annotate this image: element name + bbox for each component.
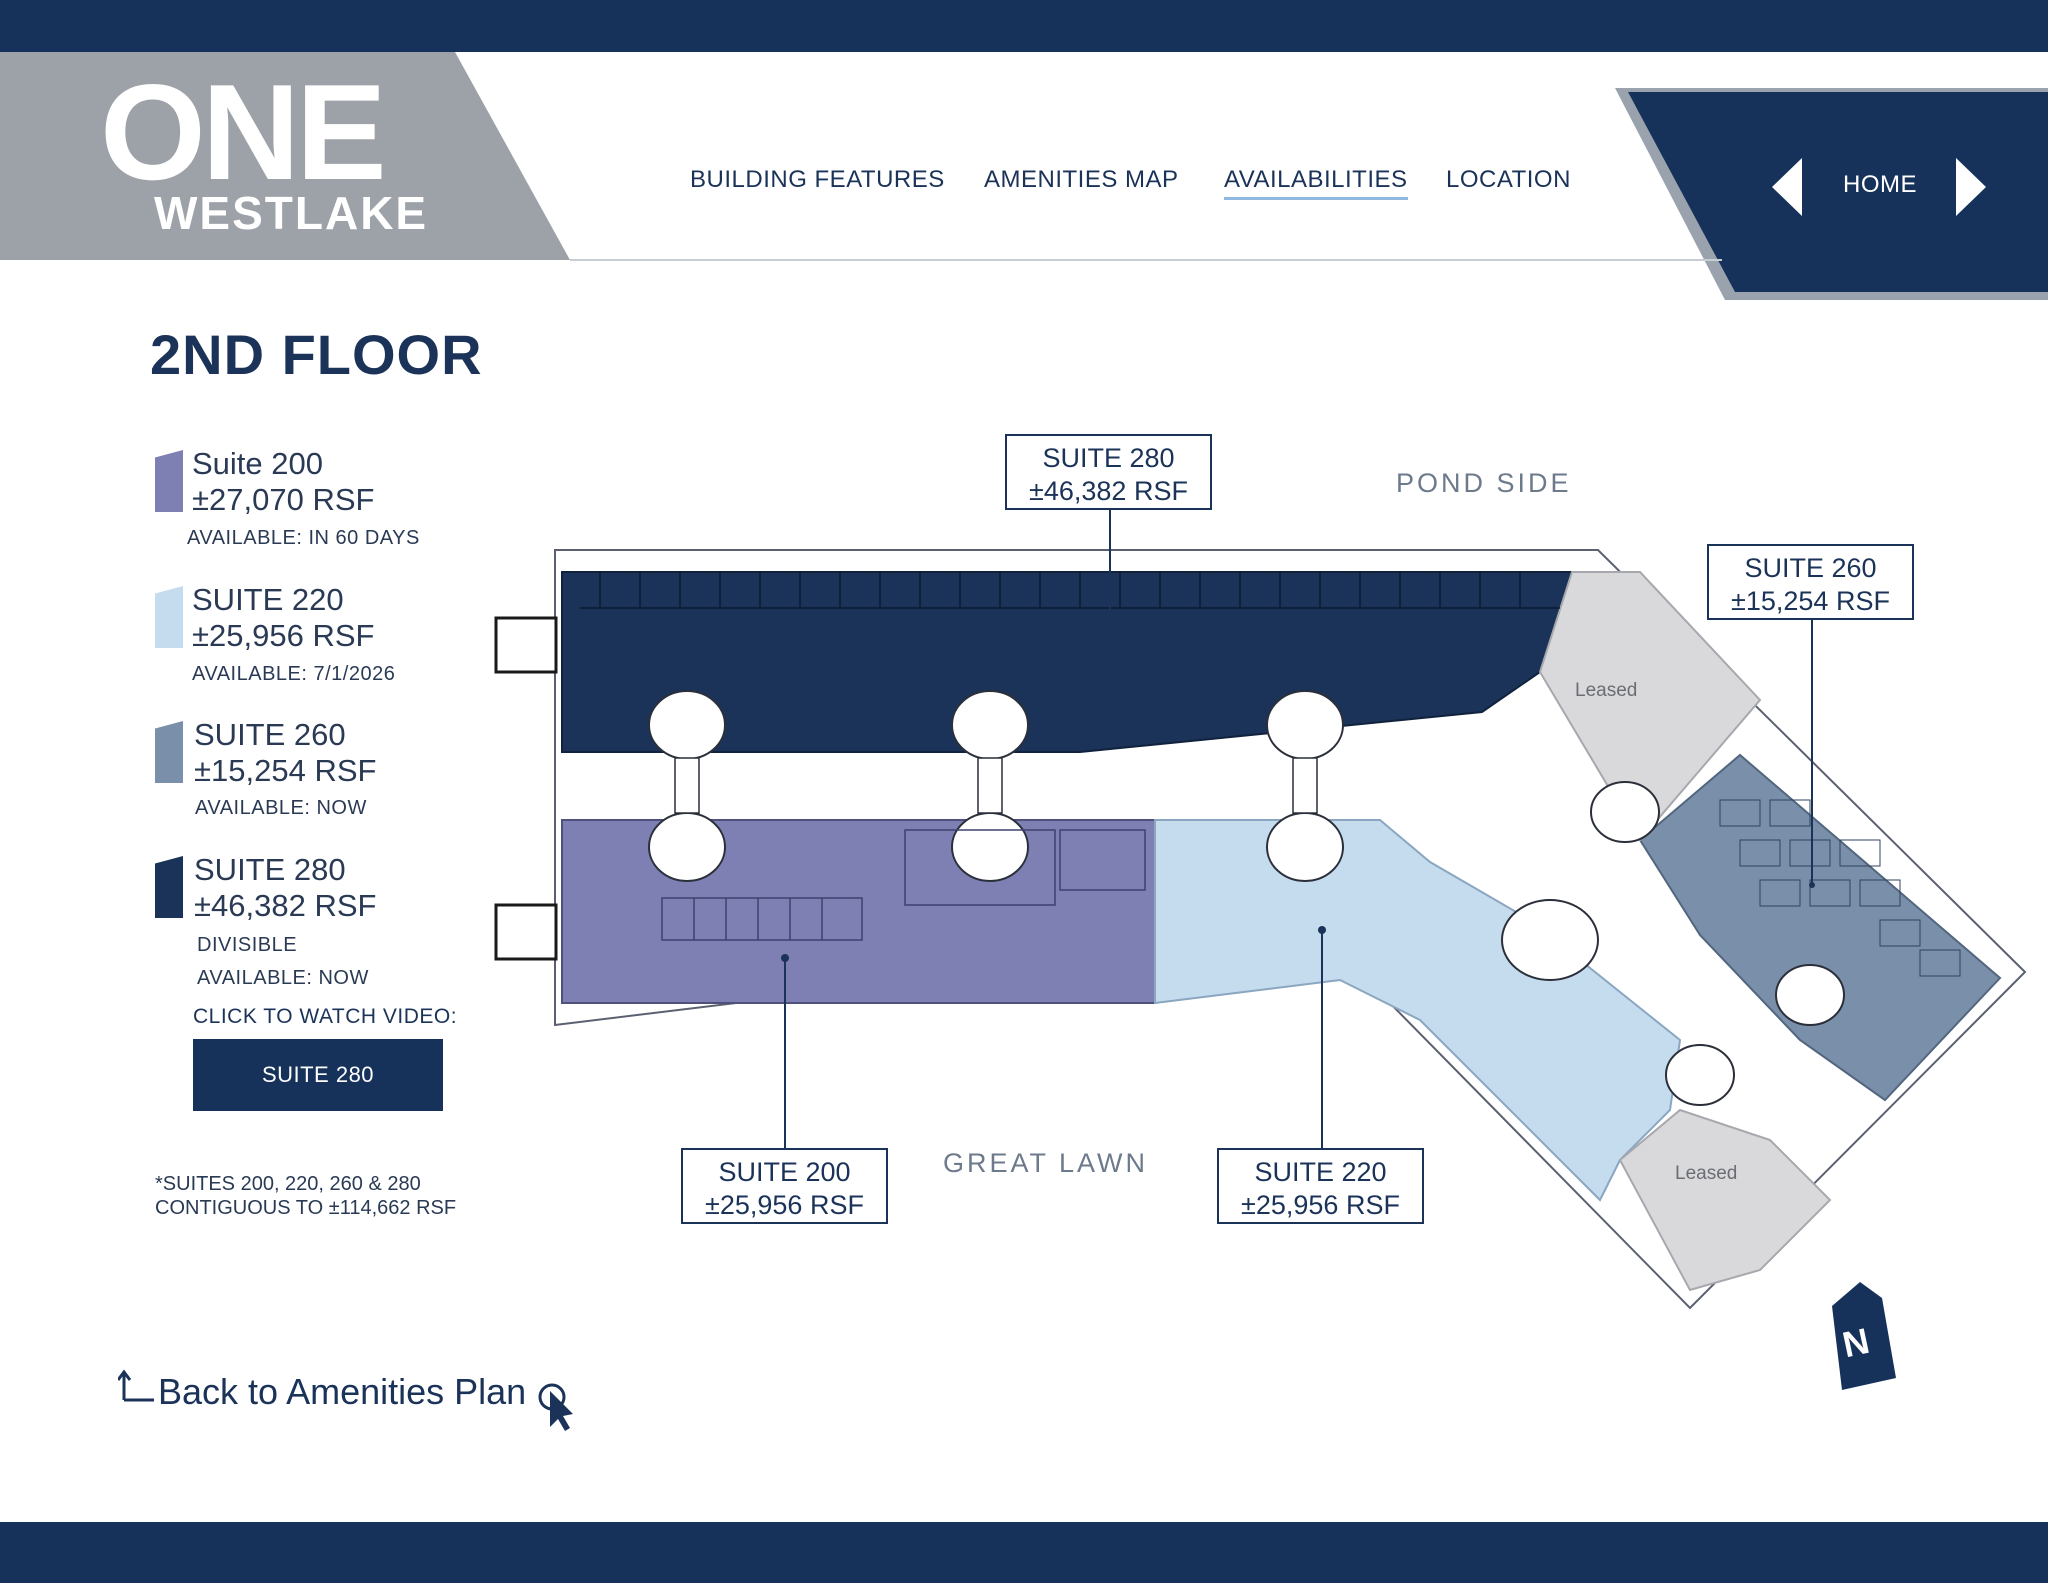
suite-220-area[interactable]	[1154, 819, 1682, 1202]
great-lawn-label: GREAT LAWN	[943, 1148, 1149, 1178]
callout-suite-220-rsf: ±25,956 RSF	[1241, 1190, 1400, 1220]
legend-suite220-availability: AVAILABLE: 7/1/2026	[192, 663, 396, 685]
top-bar	[0, 0, 2048, 52]
leased-area-top	[1538, 571, 1762, 842]
wing-connectors	[674, 757, 1318, 814]
legend-suite200-name: Suite 200	[192, 446, 323, 481]
legend-suite200-rsf: ±27,070 RSF	[192, 482, 375, 517]
callout-suite-280[interactable]: SUITE 280 ±46,382 RSF	[1005, 434, 1212, 510]
logo-panel	[0, 52, 570, 260]
nav-location[interactable]: LOCATION	[1446, 166, 1571, 193]
callout-dots	[781, 642, 1815, 962]
callout-suite-220-name: SUITE 220	[1254, 1157, 1387, 1187]
pond-side-label: POND SIDE	[1396, 468, 1572, 498]
prev-arrow-icon[interactable]	[1770, 156, 1804, 218]
legend-suite280-availability: AVAILABLE: NOW	[197, 967, 369, 989]
leased-label-top: Leased	[1575, 680, 1638, 701]
callout-suite-260-name: SUITE 260	[1744, 553, 1877, 583]
floor-plan	[494, 510, 2027, 1310]
callout-suite-200[interactable]: SUITE 200 ±25,956 RSF	[681, 1148, 888, 1224]
home-panel	[1628, 92, 2048, 292]
legend-swatch-suite220	[155, 586, 183, 648]
back-link-label: Back to Amenities Plan	[158, 1371, 527, 1412]
header-background	[0, 52, 2048, 300]
logo[interactable]: ONE WESTLAKE	[100, 62, 480, 252]
callout-suite-200-rsf: ±25,956 RSF	[705, 1190, 864, 1220]
page-title: 2ND FLOOR	[150, 323, 483, 386]
home-button[interactable]: HOME	[1843, 171, 1917, 198]
legend-swatch-suite260	[155, 721, 183, 783]
callout-leaders	[784, 510, 1813, 1150]
nav-amenities-map[interactable]: AMENITIES MAP	[984, 166, 1179, 193]
video-prompt: CLICK TO WATCH VIDEO:	[193, 1005, 458, 1028]
legend-suite260-availability: AVAILABLE: NOW	[195, 797, 367, 819]
callout-suite-200-name: SUITE 200	[718, 1157, 851, 1187]
next-arrow-icon[interactable]	[1954, 156, 1988, 218]
callout-suite-220[interactable]: SUITE 220 ±25,956 RSF	[1217, 1148, 1424, 1224]
leased-area-bottom	[1618, 1108, 1832, 1292]
legend-suite280-name: SUITE 280	[194, 852, 346, 887]
callout-suite-260[interactable]: SUITE 260 ±15,254 RSF	[1707, 544, 1914, 620]
suite-200-offices	[661, 829, 1146, 941]
suite-260-workstations	[1719, 799, 1961, 977]
logo-text-one: ONE	[100, 56, 387, 208]
partition-lines	[580, 572, 1560, 609]
legend-suite260-rsf: ±15,254 RSF	[194, 753, 377, 788]
legend-suite220-name: SUITE 220	[192, 582, 344, 617]
stair-bumpouts	[494, 616, 558, 961]
nav-availabilities[interactable]: AVAILABILITIES	[1224, 166, 1408, 200]
legend-swatch-suite280	[155, 856, 183, 918]
watch-video-suite280-button[interactable]: SUITE 280	[193, 1039, 443, 1111]
north-arrow-icon	[1832, 1282, 1896, 1390]
legend-suite200-availability: AVAILABLE: IN 60 DAYS	[187, 527, 420, 549]
footnote-line-1: *SUITES 200, 220, 260 & 280	[155, 1173, 421, 1195]
suite-260-area[interactable]	[1638, 753, 2002, 1102]
nav-building-features[interactable]: BUILDING FEATURES	[690, 166, 945, 193]
header-band	[470, 88, 1722, 260]
back-arrow-icon	[118, 1369, 154, 1402]
cursor-click-icon	[538, 1383, 573, 1431]
callout-suite-280-name: SUITE 280	[1042, 443, 1175, 473]
callout-suite-260-rsf: ±15,254 RSF	[1731, 586, 1890, 616]
callout-suite-280-rsf: ±46,382 RSF	[1029, 476, 1188, 506]
legend-suite280-divisible: DIVISIBLE	[197, 934, 298, 956]
footnote-line-2: CONTIGUOUS TO ±114,662 RSF	[155, 1197, 457, 1219]
legend-suite220-rsf: ±25,956 RSF	[192, 618, 375, 653]
logo-text-westlake: WESTLAKE	[154, 187, 429, 239]
building-cores	[648, 690, 1845, 1106]
leased-label-bottom: Leased	[1675, 1163, 1738, 1184]
legend-suite260-name: SUITE 260	[194, 717, 346, 752]
bottom-bar	[0, 1522, 2048, 1583]
legend-suite280-rsf: ±46,382 RSF	[194, 888, 377, 923]
legend-swatch-suite200	[155, 450, 183, 512]
footnote: *SUITES 200, 220, 260 & 280 CONTIGUOUS T…	[155, 1172, 456, 1220]
